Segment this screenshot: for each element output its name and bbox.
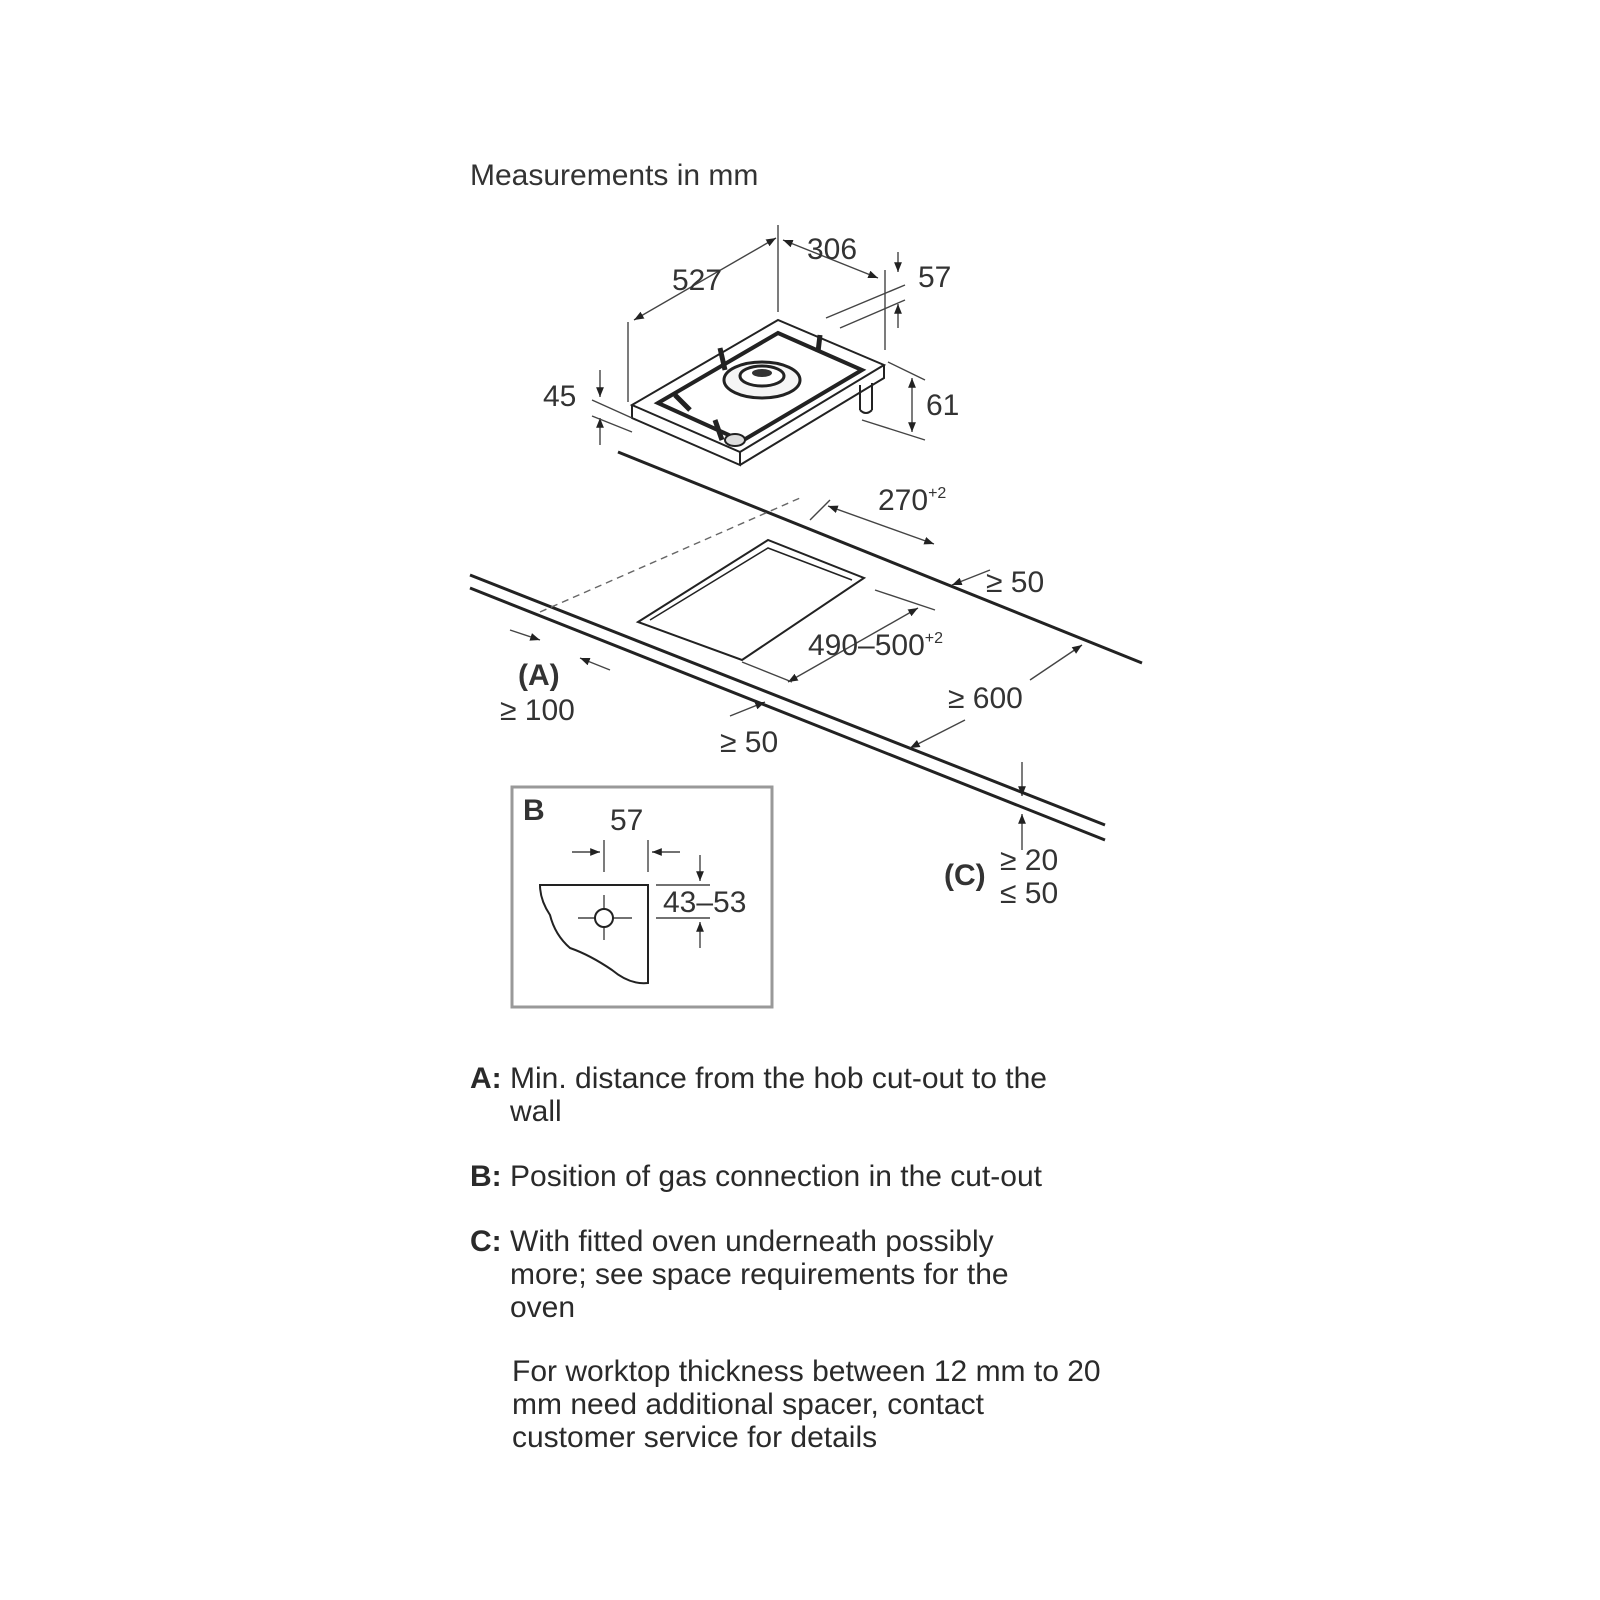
dim-cutout-width: 270+2	[878, 484, 946, 517]
legend-text: Min. distance from the hob cut-out to th…	[510, 1062, 1047, 1128]
legend-text: Position of gas connection in the cut-ou…	[510, 1160, 1043, 1193]
gas-connection-point	[594, 908, 614, 928]
dim-61: 61	[926, 389, 959, 422]
dim-b-offset: 57	[610, 804, 643, 837]
page-title: Measurements in mm	[470, 159, 758, 192]
dim-wall-min: ≥ 100	[500, 694, 575, 727]
cutout	[635, 538, 867, 662]
legend-key: B:	[470, 1160, 502, 1193]
legend-c: C:With fitted oven underneath possibly m…	[470, 1225, 1050, 1324]
dim-side-min: ≥ 600	[948, 682, 1023, 715]
dim-306: 306	[807, 233, 857, 266]
spacer-note: For worktop thickness between 12 mm to 2…	[512, 1355, 1101, 1454]
dim-b-range: 43–53	[663, 886, 746, 919]
legend-key: C:	[470, 1225, 502, 1258]
dim-thickness-min: ≥ 20	[1000, 844, 1058, 877]
label-b: B	[523, 794, 545, 827]
dim-thickness-max: ≤ 50	[1000, 877, 1058, 910]
dim-rear-min: ≥ 50	[986, 566, 1044, 599]
hob-illustration	[629, 318, 887, 467]
legend-text: With fitted oven underneath possibly mor…	[510, 1225, 1009, 1324]
detail-b	[510, 785, 774, 1009]
legend-b: B:Position of gas connection in the cut-…	[470, 1160, 1090, 1193]
legend-a: A:Min. distance from the hob cut-out to …	[470, 1062, 1090, 1128]
dim-front-min: ≥ 50	[720, 726, 778, 759]
dim-45: 45	[543, 380, 576, 413]
control-knob	[724, 433, 746, 447]
label-c: (C)	[944, 859, 986, 892]
dim-57: 57	[918, 261, 951, 294]
hob-dimension-lines	[591, 225, 926, 445]
label-a: (A)	[518, 659, 560, 692]
legend-key: A:	[470, 1062, 502, 1095]
gas-connector	[859, 383, 873, 414]
cutout-dimension-lines	[509, 499, 1083, 850]
dim-527: 527	[672, 264, 722, 297]
worktop	[469, 450, 1143, 842]
dim-cutout-depth: 490–500+2	[808, 629, 943, 662]
